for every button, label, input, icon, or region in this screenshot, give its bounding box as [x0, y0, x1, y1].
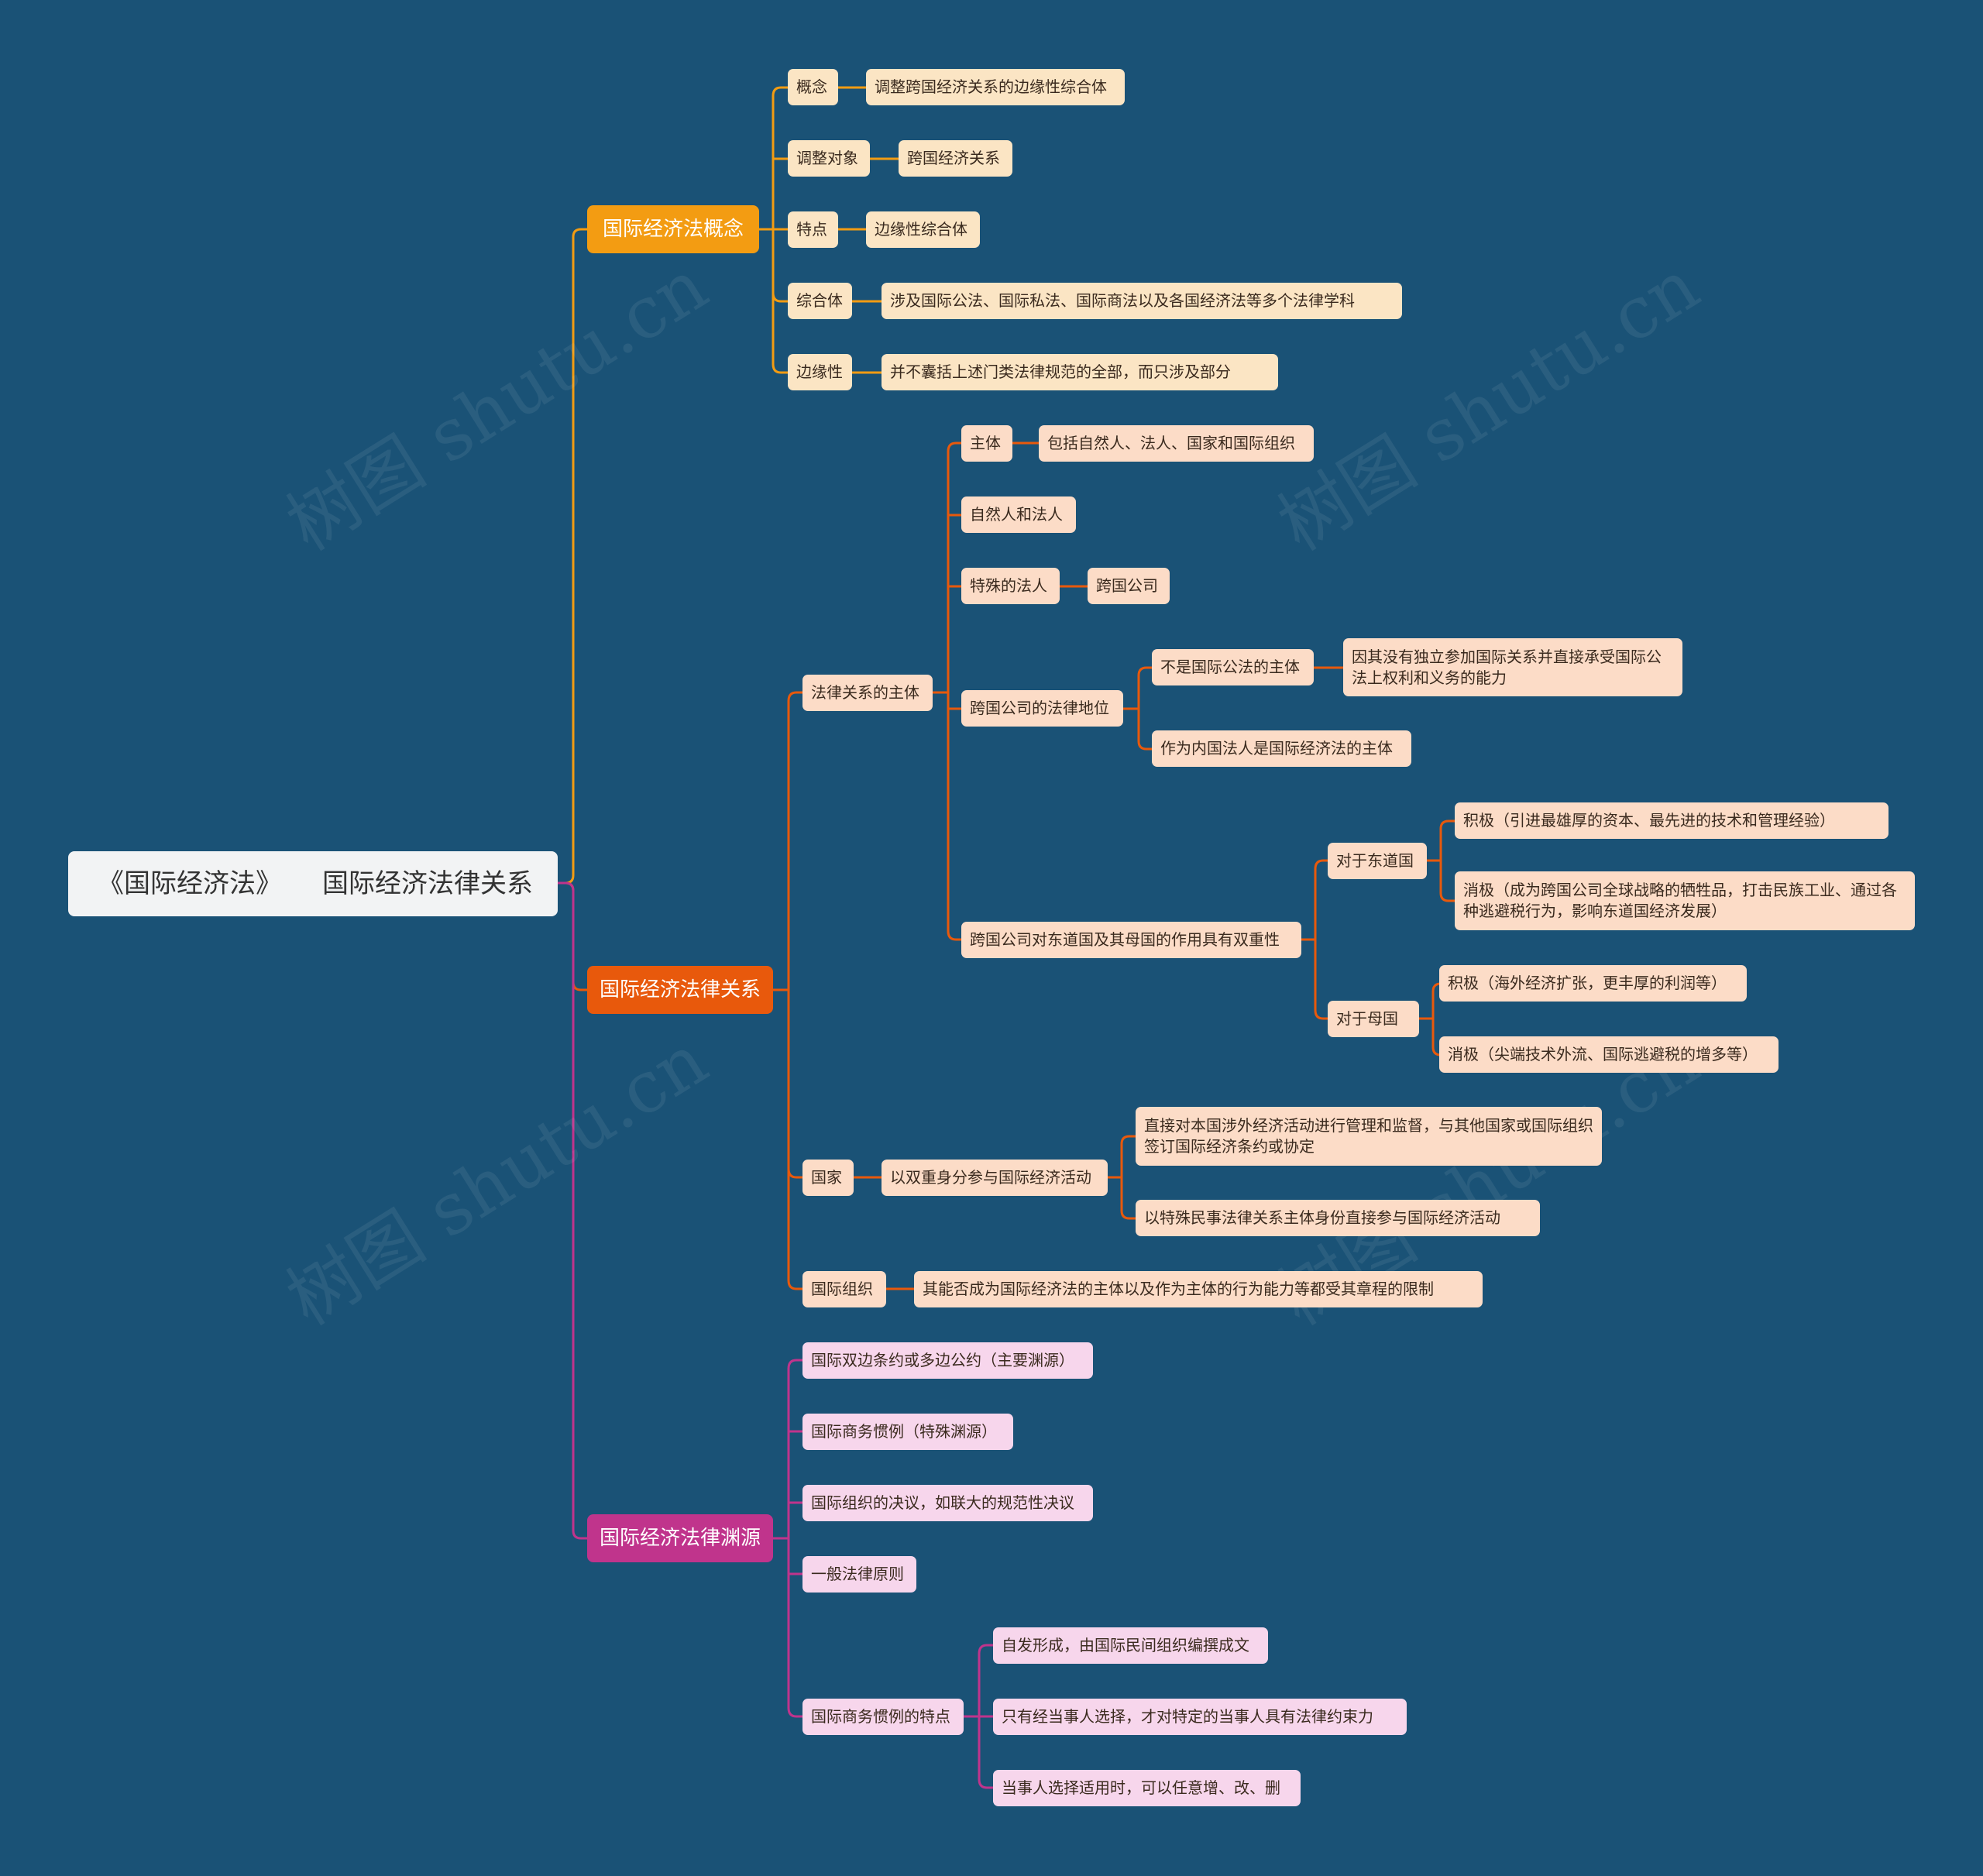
feature-spontaneous[interactable]: 自发形成，由国际民间组织编撰成文 [993, 1627, 1268, 1664]
host-negative[interactable]: 消极（成为跨国公司全球战略的牺牲品，打击民族工业、通过各种逃避税行为，影响东道国… [1455, 871, 1915, 930]
state-civil-role[interactable]: 以特殊民事法律关系主体身份直接参与国际经济活动 [1136, 1200, 1540, 1236]
root-node[interactable]: 《国际经济法》 国际经济法律关系 [68, 851, 558, 916]
source-general-principles[interactable]: 一般法律原则 [802, 1556, 916, 1593]
root-title: 《国际经济法》 [98, 868, 282, 899]
mnc-legal-status[interactable]: 跨国公司的法律地位 [961, 690, 1123, 727]
feature-modifiable[interactable]: 当事人选择适用时，可以任意增、改、删 [993, 1770, 1301, 1806]
multinational-company[interactable]: 跨国公司 [1088, 568, 1170, 604]
special-legal-person[interactable]: 特殊的法人 [961, 568, 1060, 604]
home-country[interactable]: 对于母国 [1328, 1001, 1419, 1037]
state-management-role[interactable]: 直接对本国涉外经济活动进行管理和监督，与其他国家或国际组织签订国际经济条约或协定 [1136, 1107, 1602, 1166]
mnc-dual-role[interactable]: 跨国公司对东道国及其母国的作用具有双重性 [961, 922, 1301, 958]
marginal-label[interactable]: 边缘性 [788, 354, 852, 390]
subject-label[interactable]: 主体 [961, 425, 1012, 462]
legal-subject-node[interactable]: 法律关系的主体 [802, 675, 933, 711]
adjustment-object-value[interactable]: 跨国经济关系 [899, 140, 1012, 177]
links-branch1 [759, 86, 899, 374]
marginal-value[interactable]: 并不囊括上述门类法律规范的全部，而只涉及部分 [882, 354, 1278, 390]
state-label[interactable]: 国家 [802, 1160, 854, 1196]
feature-label[interactable]: 特点 [788, 211, 838, 248]
subject-value[interactable]: 包括自然人、法人、国家和国际组织 [1039, 425, 1314, 462]
customs-features[interactable]: 国际商务惯例的特点 [802, 1699, 964, 1735]
concept-label[interactable]: 概念 [788, 69, 838, 105]
host-positive[interactable]: 积极（引进最雄厚的资本、最先进的技术和管理经验） [1455, 802, 1888, 839]
branch-international-economic-law-concept[interactable]: 国际经济法概念 [587, 205, 759, 253]
not-subject-reason[interactable]: 因其没有独立参加国际关系并直接承受国际公法上权利和义务的能力 [1343, 638, 1682, 696]
feature-value[interactable]: 边缘性综合体 [866, 211, 980, 248]
branch-legal-relations[interactable]: 国际经济法律关系 [587, 966, 773, 1014]
source-org-resolutions[interactable]: 国际组织的决议，如联大的规范性决议 [802, 1485, 1093, 1521]
feature-binding-by-choice[interactable]: 只有经当事人选择，才对特定的当事人具有法律约束力 [993, 1699, 1407, 1735]
intl-org-label[interactable]: 国际组织 [802, 1271, 886, 1307]
root-subtitle: 国际经济法律关系 [322, 868, 533, 899]
home-positive[interactable]: 积极（海外经济扩张，更丰厚的利润等） [1439, 965, 1747, 1002]
state-dual-identity[interactable]: 以双重身分参与国际经济活动 [882, 1160, 1108, 1196]
home-negative[interactable]: 消极（尖端技术外流、国际逃避税的增多等） [1439, 1036, 1779, 1073]
adjustment-object-label[interactable]: 调整对象 [788, 140, 870, 177]
links-branch3 [773, 1359, 993, 1789]
comprehensive-label[interactable]: 综合体 [788, 283, 852, 319]
link-root-branch1 [558, 228, 587, 885]
not-intl-public-law-subject[interactable]: 不是国际公法的主体 [1152, 649, 1314, 685]
intl-org-value[interactable]: 其能否成为国际经济法的主体以及作为主体的行为能力等都受其章程的限制 [914, 1271, 1483, 1307]
branch-legal-sources[interactable]: 国际经济法律渊源 [587, 1514, 773, 1562]
natural-and-legal-persons[interactable]: 自然人和法人 [961, 496, 1076, 533]
link-root-branch3 [558, 881, 587, 1540]
concept-definition[interactable]: 调整跨国经济关系的边缘性综合体 [866, 69, 1125, 105]
source-commercial-customs[interactable]: 国际商务惯例（特殊渊源） [802, 1414, 1013, 1450]
comprehensive-value[interactable]: 涉及国际公法、国际私法、国际商法以及各国经济法等多个法律学科 [882, 283, 1402, 319]
domestic-legal-person-subject[interactable]: 作为内国法人是国际经济法的主体 [1152, 730, 1411, 767]
host-country[interactable]: 对于东道国 [1328, 843, 1427, 879]
source-treaties[interactable]: 国际双边条约或多边公约（主要渊源） [802, 1342, 1093, 1379]
